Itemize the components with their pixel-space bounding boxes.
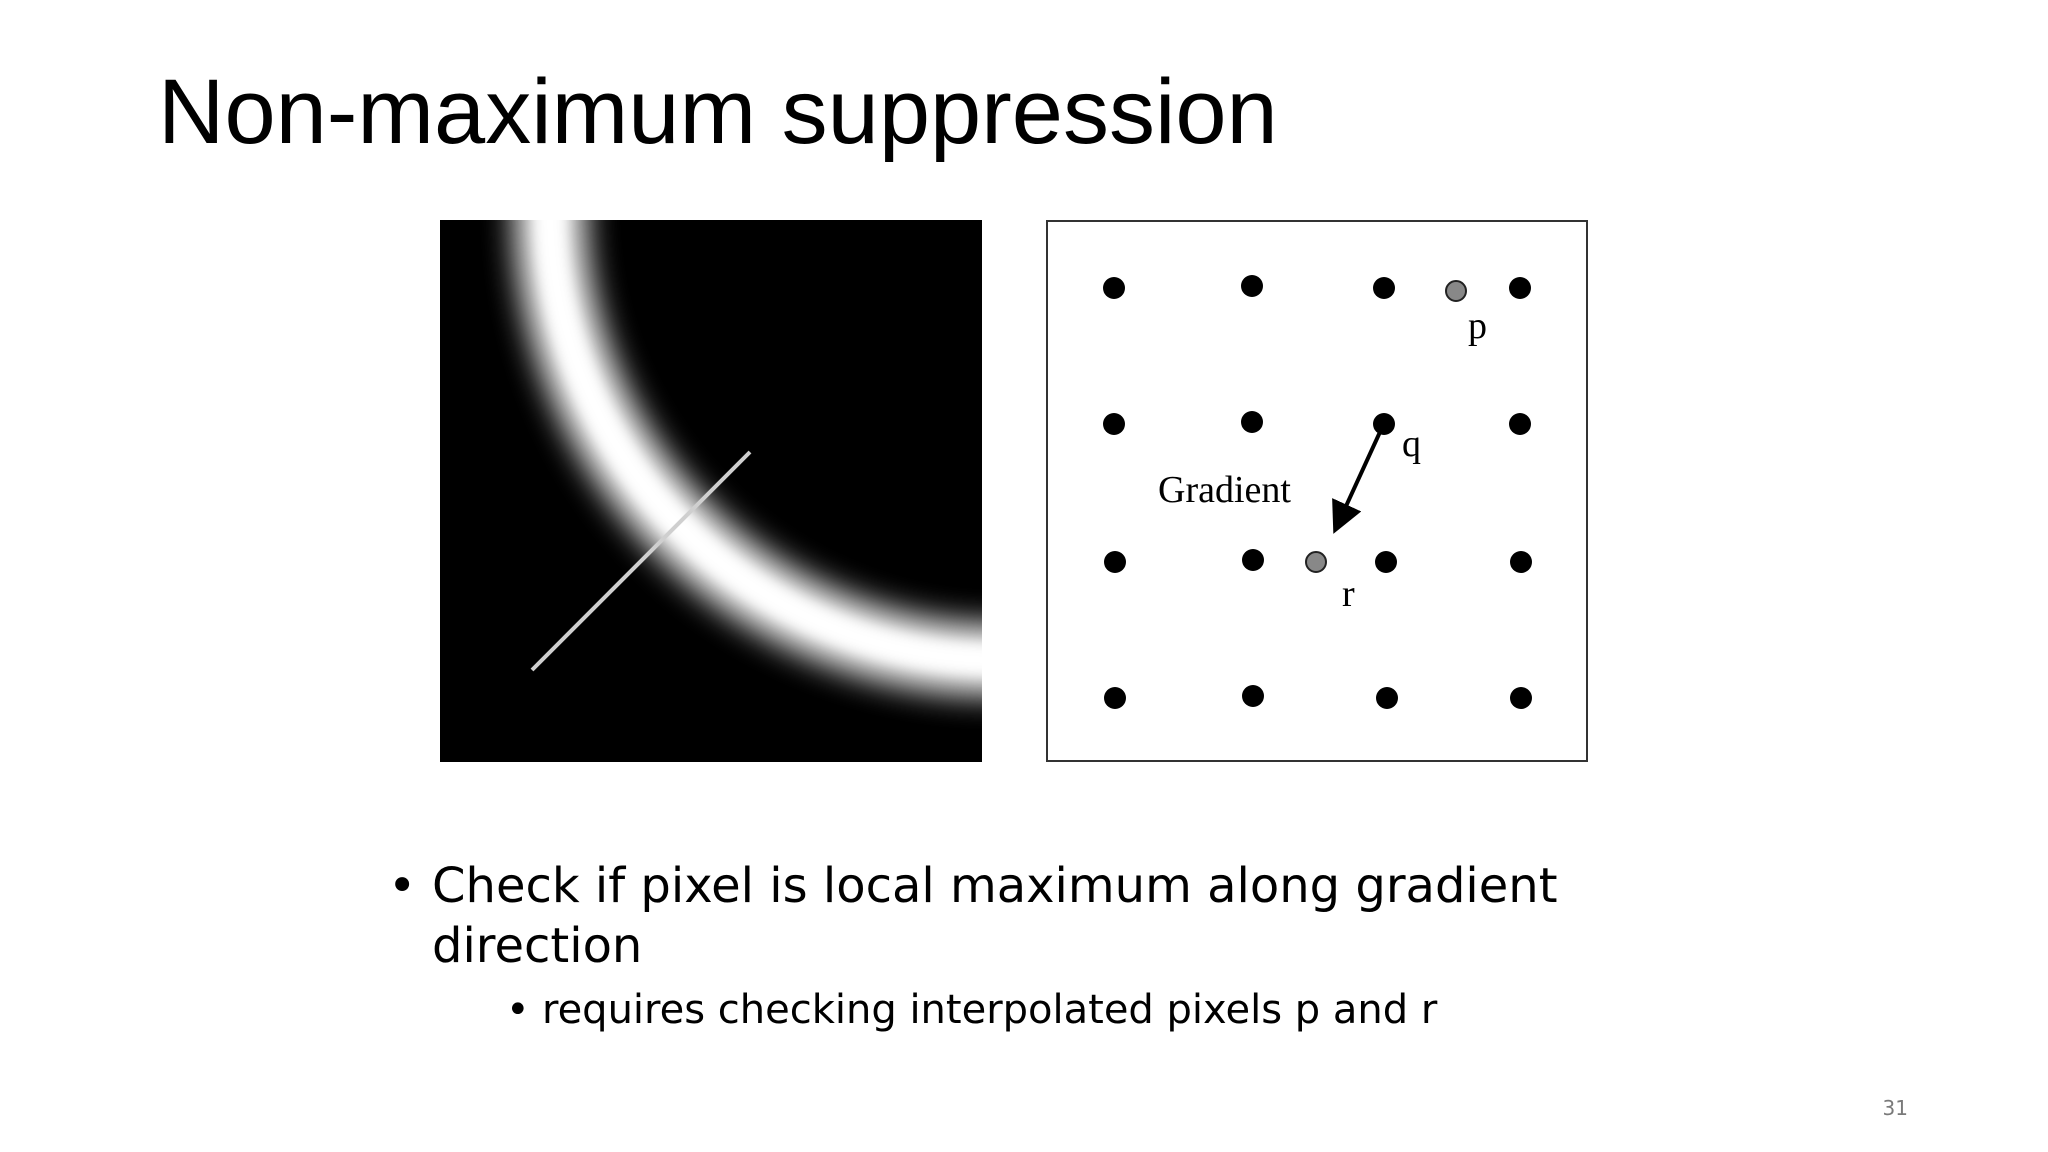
pixel-grid-diagram: p q Gradient r (1046, 220, 1588, 762)
page-number: 31 (1882, 1096, 1908, 1120)
label-r: r (1342, 573, 1355, 615)
bullet-main: • Check if pixel is local maximum along … (388, 856, 1688, 976)
grid-dot (1103, 413, 1125, 435)
gradient-line (530, 450, 752, 672)
grid-dot (1510, 687, 1532, 709)
bullet-sub: • requires checking interpolated pixels … (506, 984, 1688, 1036)
grid-dot (1373, 277, 1395, 299)
edge-image (440, 220, 982, 762)
label-p: p (1468, 305, 1487, 347)
grid-dot-q (1373, 413, 1395, 435)
grid-dot (1242, 549, 1264, 571)
grid-dot (1104, 687, 1126, 709)
interpolated-point-r (1305, 551, 1327, 573)
grid-dot (1242, 685, 1264, 707)
bullet-dot: • (506, 987, 530, 1033)
label-q: q (1402, 423, 1421, 465)
slide-title: Non-maximum suppression (158, 61, 1278, 163)
grid-dot (1375, 551, 1397, 573)
grid-dot (1241, 411, 1263, 433)
bullet-dot: • (388, 858, 417, 914)
gradient-arrow (1332, 431, 1382, 534)
bullet-list: • Check if pixel is local maximum along … (388, 856, 1688, 1036)
grid-dot (1241, 275, 1263, 297)
grid-dot (1509, 413, 1531, 435)
interpolated-point-p (1445, 280, 1467, 302)
grid-dot (1376, 687, 1398, 709)
label-gradient: Gradient (1158, 469, 1291, 511)
bullet-main-text: Check if pixel is local maximum along gr… (432, 858, 1558, 974)
grid-dot (1103, 277, 1125, 299)
grid-dot (1509, 277, 1531, 299)
grid-dot (1104, 551, 1126, 573)
bullet-sub-text: requires checking interpolated pixels p … (542, 987, 1438, 1033)
grid-dots (1103, 275, 1532, 709)
grid-dot (1510, 551, 1532, 573)
